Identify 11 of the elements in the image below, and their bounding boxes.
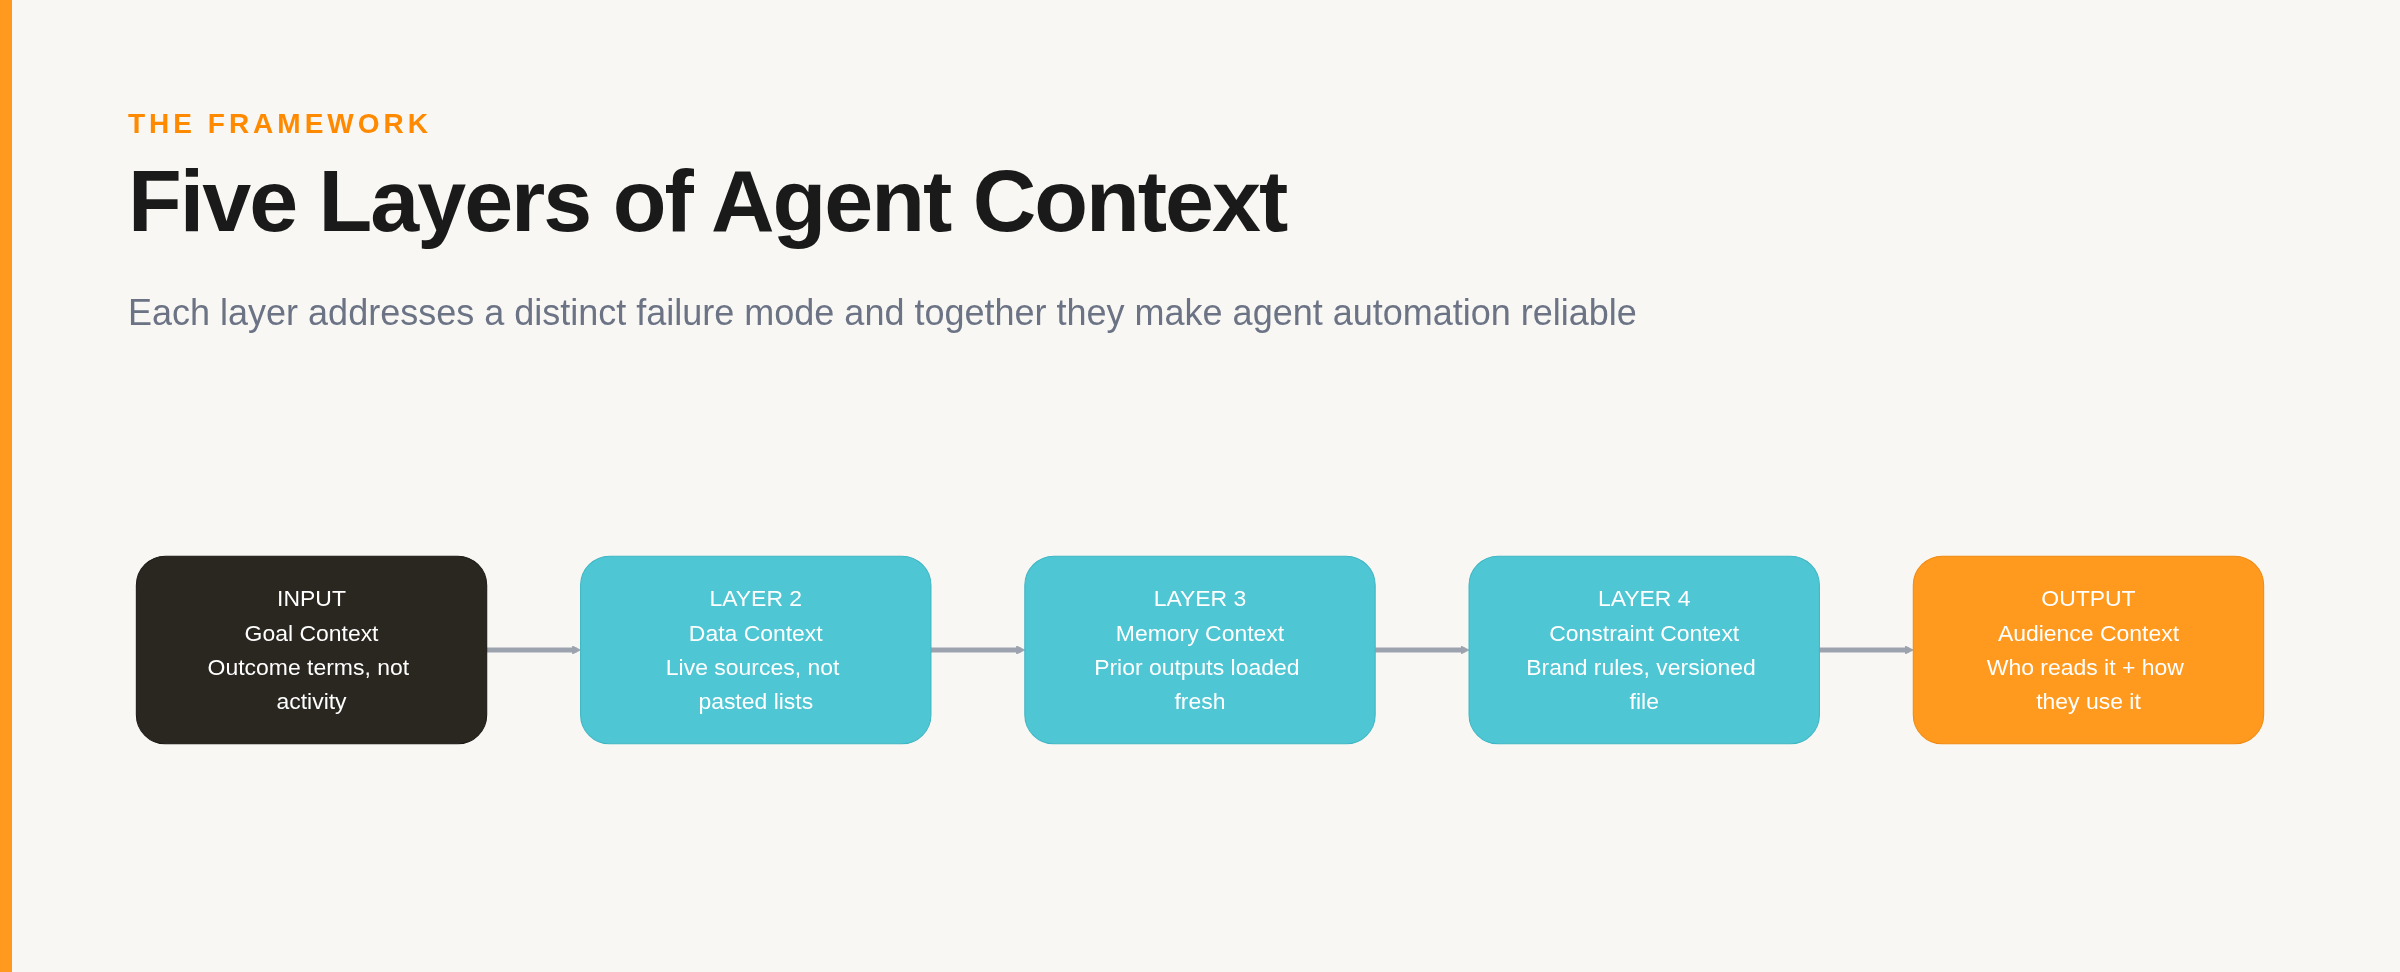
node-box: LAYER 3 Memory Context Prior outputs loaded fresh bbox=[1024, 555, 1376, 745]
node-box: LAYER 4 Constraint Context Brand rules, versioned file bbox=[1468, 555, 1820, 745]
arrow bbox=[1375, 645, 1470, 655]
node-box: LAYER 2 Data Context Live sources, not pasted lists bbox=[580, 555, 932, 745]
subtitle-text: Each layer addresses a distinct failure mode and together they make agent automation reliable bbox=[128, 292, 1637, 334]
diagram-title: Five Layers of Agent Context bbox=[128, 150, 1288, 252]
arrow bbox=[486, 645, 581, 655]
node-box: OUTPUT Audience Context Who reads it + how they use it bbox=[1912, 555, 2265, 745]
arrow bbox=[1819, 645, 1914, 655]
node-box: INPUT Goal Context Outcome terms, not activity bbox=[135, 555, 488, 745]
kicker-label: THE FRAMEWORK bbox=[128, 108, 432, 140]
